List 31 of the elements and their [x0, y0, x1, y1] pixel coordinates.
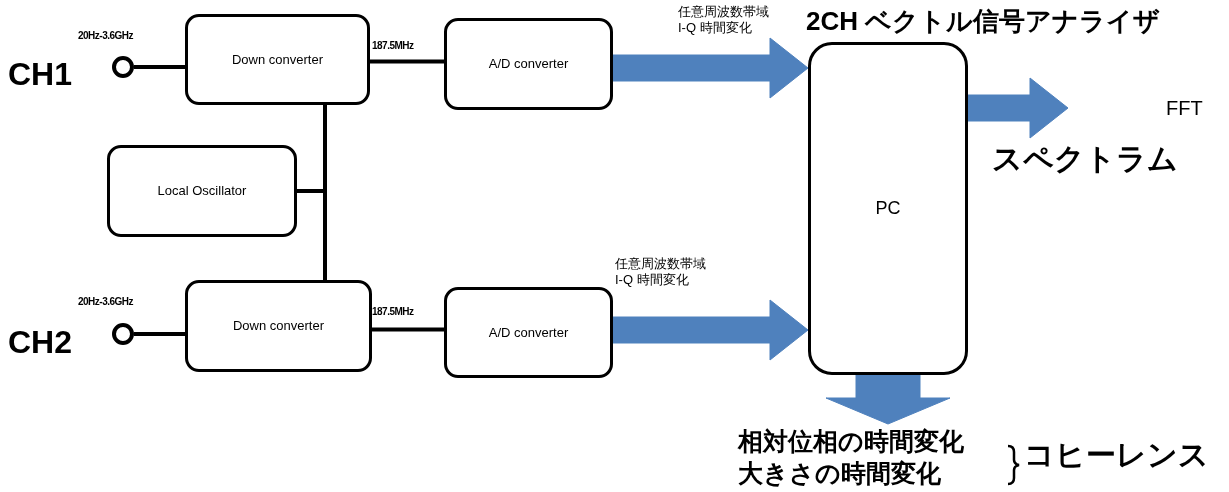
block-arrow	[612, 299, 809, 361]
connector-line	[372, 327, 444, 332]
block-arrow	[612, 37, 809, 99]
box-label: Down converter	[232, 317, 324, 336]
coherence-label: コヒーレンス	[1024, 440, 1210, 470]
spectrum-label: スペクトラム	[992, 144, 1179, 174]
box-label: Local Oscillator	[157, 182, 247, 201]
output-description: 大きさの時間変化	[738, 458, 941, 489]
converter-box	[185, 280, 372, 372]
channel-label: CH2	[8, 326, 73, 358]
box-label: PC	[875, 197, 901, 220]
fft-label: FFT	[1166, 96, 1203, 121]
converter-box	[444, 287, 613, 378]
connector-line	[134, 332, 185, 336]
block-arrow	[967, 77, 1069, 139]
box-label: A/D converter	[488, 55, 569, 74]
output-description: 相対位相の時間変化	[738, 426, 964, 457]
converter-box	[444, 18, 613, 110]
analyzer-heading: 2CH ベクトル信号アナライザ	[806, 8, 1162, 34]
channel-label: CH1	[8, 58, 73, 90]
frequency-range-label: 20Hz-3.6GHz	[78, 295, 135, 309]
connector-line	[370, 59, 444, 64]
connector-line	[297, 189, 327, 280]
converter-box	[185, 14, 370, 105]
box-label: A/D converter	[488, 323, 569, 342]
box-label: Down converter	[231, 50, 323, 69]
pc-box	[808, 42, 968, 375]
oscillator-box	[107, 145, 297, 237]
connector-line	[134, 65, 185, 69]
frequency-range-label: 20Hz-3.6GHz	[78, 29, 135, 43]
block-arrow	[825, 374, 951, 425]
